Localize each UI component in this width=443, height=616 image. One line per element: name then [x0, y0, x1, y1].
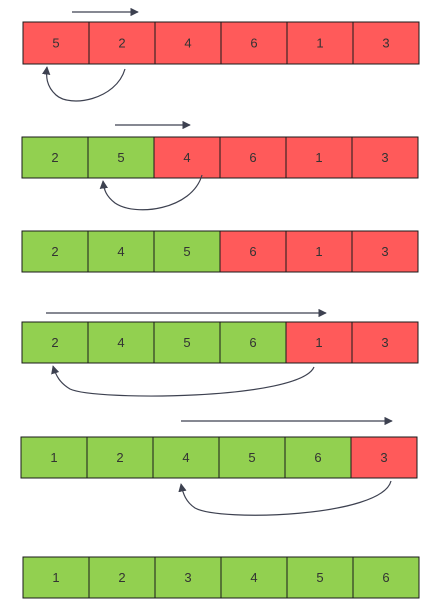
array-cell-unsorted: [22, 21, 90, 65]
cell-value: 2: [51, 244, 58, 259]
array-cell-sorted: [220, 556, 288, 599]
array-cell-sorted: [22, 556, 90, 599]
array-cell-unsorted: [88, 21, 156, 65]
array-cell-sorted: [219, 321, 287, 364]
cell-value: 3: [382, 35, 389, 50]
insert-curve-arrow: [41, 66, 126, 102]
cell-value: 1: [50, 450, 57, 465]
insert-curve-arrow: [178, 480, 392, 516]
cell-value: 2: [51, 150, 58, 165]
cell-value: 5: [183, 244, 190, 259]
cell-value: 3: [381, 244, 388, 259]
array-cell-sorted: [20, 436, 88, 479]
cell-value: 2: [116, 450, 123, 465]
array-cell-sorted: [21, 230, 89, 273]
array-cell-sorted: [21, 321, 89, 364]
insert-curve-arrow: [51, 365, 315, 397]
cell-value: 6: [314, 450, 321, 465]
step-row-5: 1 2 4 5 6 3: [20, 436, 418, 479]
array-cell-sorted: [87, 321, 155, 364]
cell-value: 6: [249, 244, 256, 259]
array-cell-sorted: [152, 436, 220, 479]
cell-value: 5: [52, 35, 59, 50]
cell-value: 1: [315, 244, 322, 259]
array-cell-sorted: [87, 230, 155, 273]
cell-value: 1: [315, 335, 322, 350]
array-cell-sorted: [352, 556, 420, 599]
cell-value: 3: [380, 450, 387, 465]
cell-value: 5: [316, 570, 323, 585]
cell-value: 4: [183, 150, 190, 165]
step-row-1: 5 2 4 6 1 3: [22, 21, 420, 65]
array-cell-unsorted: [352, 21, 420, 65]
cell-value: 4: [117, 335, 124, 350]
cell-value: 5: [117, 150, 124, 165]
cell-value: 3: [381, 335, 388, 350]
array-cell-unsorted: [351, 321, 419, 364]
array-cell-sorted: [284, 436, 352, 479]
step-row-2: 2 5 4 6 1 3: [21, 136, 419, 179]
cell-value: 4: [250, 570, 257, 585]
array-cell-sorted: [218, 436, 286, 479]
step-row-6: 1 2 3 4 5 6: [22, 556, 420, 599]
cell-value: 6: [249, 335, 256, 350]
array-cell-unsorted: [351, 136, 419, 179]
cell-value: 1: [52, 570, 59, 585]
array-cell-unsorted: [153, 136, 221, 179]
cell-value: 6: [250, 35, 257, 50]
cell-value: 4: [184, 35, 191, 50]
array-cell-unsorted: [219, 230, 287, 273]
cell-value: 4: [182, 450, 189, 465]
cell-value: 4: [117, 244, 124, 259]
array-cell-sorted: [153, 321, 221, 364]
array-cell-unsorted: [285, 321, 353, 364]
array-cell-unsorted: [285, 230, 353, 273]
cell-value: 2: [51, 335, 58, 350]
array-cell-unsorted: [219, 136, 287, 179]
cell-value: 3: [184, 570, 191, 585]
array-cell-sorted: [286, 556, 354, 599]
cell-value: 6: [382, 570, 389, 585]
array-cell-unsorted: [351, 230, 419, 273]
cell-value: 1: [316, 35, 323, 50]
insert-curve-arrow: [99, 174, 203, 211]
cell-value: 6: [249, 150, 256, 165]
array-cell-sorted: [87, 136, 155, 179]
array-cell-unsorted: [154, 21, 222, 65]
cell-value: 2: [118, 570, 125, 585]
cell-value: 3: [381, 150, 388, 165]
cell-value: 1: [315, 150, 322, 165]
step-row-4: 2 4 5 6 1 3: [21, 321, 419, 364]
array-cell-unsorted: [350, 436, 418, 479]
array-cell-sorted: [21, 136, 89, 179]
array-cell-unsorted: [286, 21, 354, 65]
step-row-3: 2 4 5 6 1 3: [21, 230, 419, 273]
cell-value: 5: [183, 335, 190, 350]
cell-value: 5: [248, 450, 255, 465]
cell-value: 2: [118, 35, 125, 50]
